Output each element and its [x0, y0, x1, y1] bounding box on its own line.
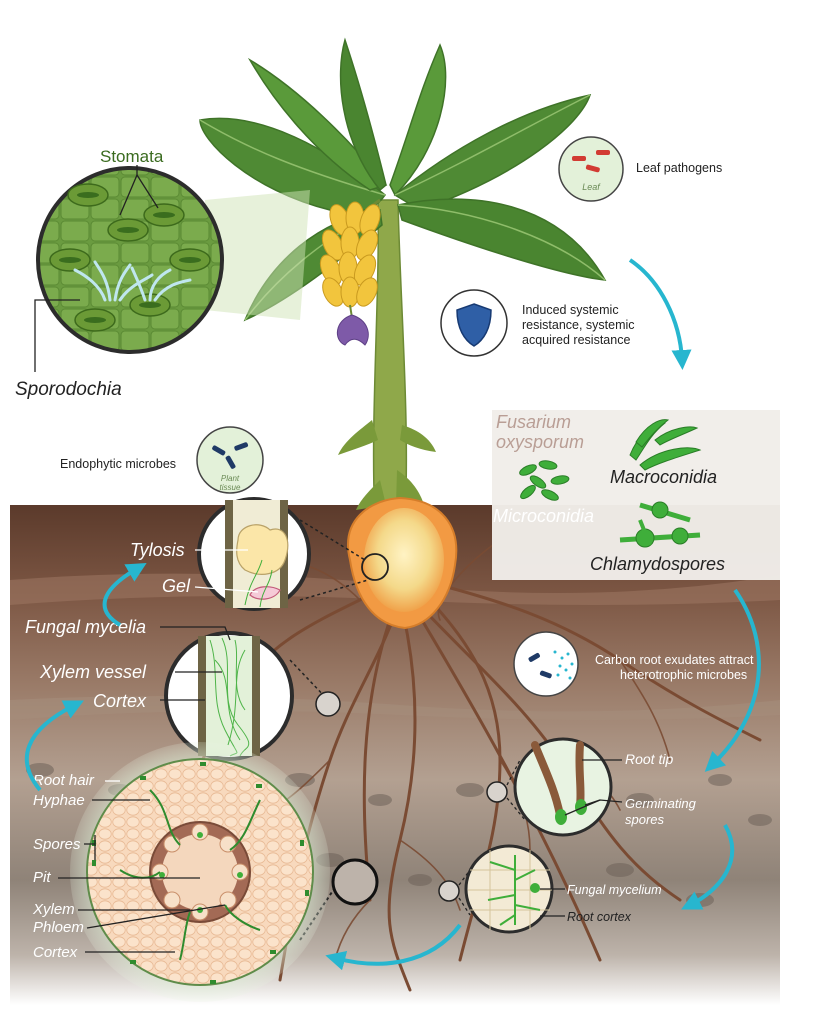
pit-label: Pit	[33, 869, 51, 886]
banana-corm	[347, 496, 458, 630]
root-cross-section	[70, 742, 379, 1002]
leaf-pathogens-badge: Leaf	[558, 136, 624, 202]
carbon-line1: Carbon root exudates attract	[595, 653, 754, 667]
cortex-lower-label: Cortex	[33, 944, 78, 961]
tylosis-zoom	[197, 497, 369, 611]
induced-line3: acquired resistance	[522, 333, 630, 347]
root-cortex-label: Root cortex	[567, 910, 632, 924]
hyphae-label: Hyphae	[33, 792, 85, 809]
plant-label-line1: Plant	[221, 474, 240, 483]
process-arrows	[24, 258, 761, 971]
gel-label: Gel	[162, 576, 191, 596]
macroconidia-label: Macroconidia	[610, 467, 717, 487]
chlamydospores-label: Chlamydospores	[590, 554, 725, 574]
corm-zoom-marker	[361, 553, 389, 581]
banana-pseudostem	[338, 199, 436, 521]
root-tip-zoom	[486, 737, 613, 837]
induced-line2: resistance, systemic	[522, 318, 635, 332]
germinating-line2: spores	[625, 812, 665, 827]
stomata-zoom: Stomata Sporodochia	[15, 147, 310, 400]
induced-line1: Induced systemic	[522, 303, 619, 317]
leaf-label: Leaf	[582, 182, 601, 192]
banana-bunch	[319, 198, 381, 346]
carbon-exudates-badge	[513, 631, 579, 697]
root-hair-label: Root hair	[33, 772, 95, 789]
spores-label: Spores	[33, 836, 81, 853]
xylem-vessel-label: Xylem vessel	[39, 662, 147, 682]
root-tip-label: Root tip	[625, 751, 673, 767]
endophytic-badge: Plant tissue	[196, 426, 264, 494]
shield-icon	[440, 289, 508, 357]
fusarium-panel: Fusarium oxysporum Macroconidia Microcon…	[492, 410, 780, 580]
phloem-label: Phloem	[33, 919, 84, 936]
sporodochia-cluster	[73, 260, 192, 302]
fungal-mycelium-label: Fungal mycelium	[567, 883, 661, 897]
fusarium-line1: Fusarium	[496, 412, 571, 432]
germinating-line1: Germinating	[625, 796, 697, 811]
chlamydospore-shapes	[619, 501, 701, 548]
fusarium-line2: oxysporum	[496, 432, 584, 452]
plant-label-line2: tissue	[220, 483, 241, 492]
fungal-mycelia-label: Fungal mycelia	[25, 617, 146, 637]
tylosis-label: Tylosis	[130, 540, 185, 560]
cortex-upper-label: Cortex	[93, 691, 147, 711]
xylem-vessel-zoom	[164, 631, 341, 761]
carbon-line2: heterotrophic microbes	[620, 668, 747, 682]
endophytic-microbes-label: Endophytic microbes	[60, 457, 176, 471]
stomata-label: Stomata	[100, 147, 164, 166]
macroconidia-shapes	[629, 419, 702, 471]
banana-leaves	[199, 37, 607, 322]
microconidia-label: Microconidia	[493, 506, 594, 526]
microconidia-shapes	[519, 460, 570, 501]
root-cortex-zoom	[438, 844, 554, 934]
xylem-label: Xylem	[32, 901, 75, 918]
sporodochia-label: Sporodochia	[15, 379, 122, 400]
leaf-pathogens-label: Leaf pathogens	[636, 161, 722, 175]
